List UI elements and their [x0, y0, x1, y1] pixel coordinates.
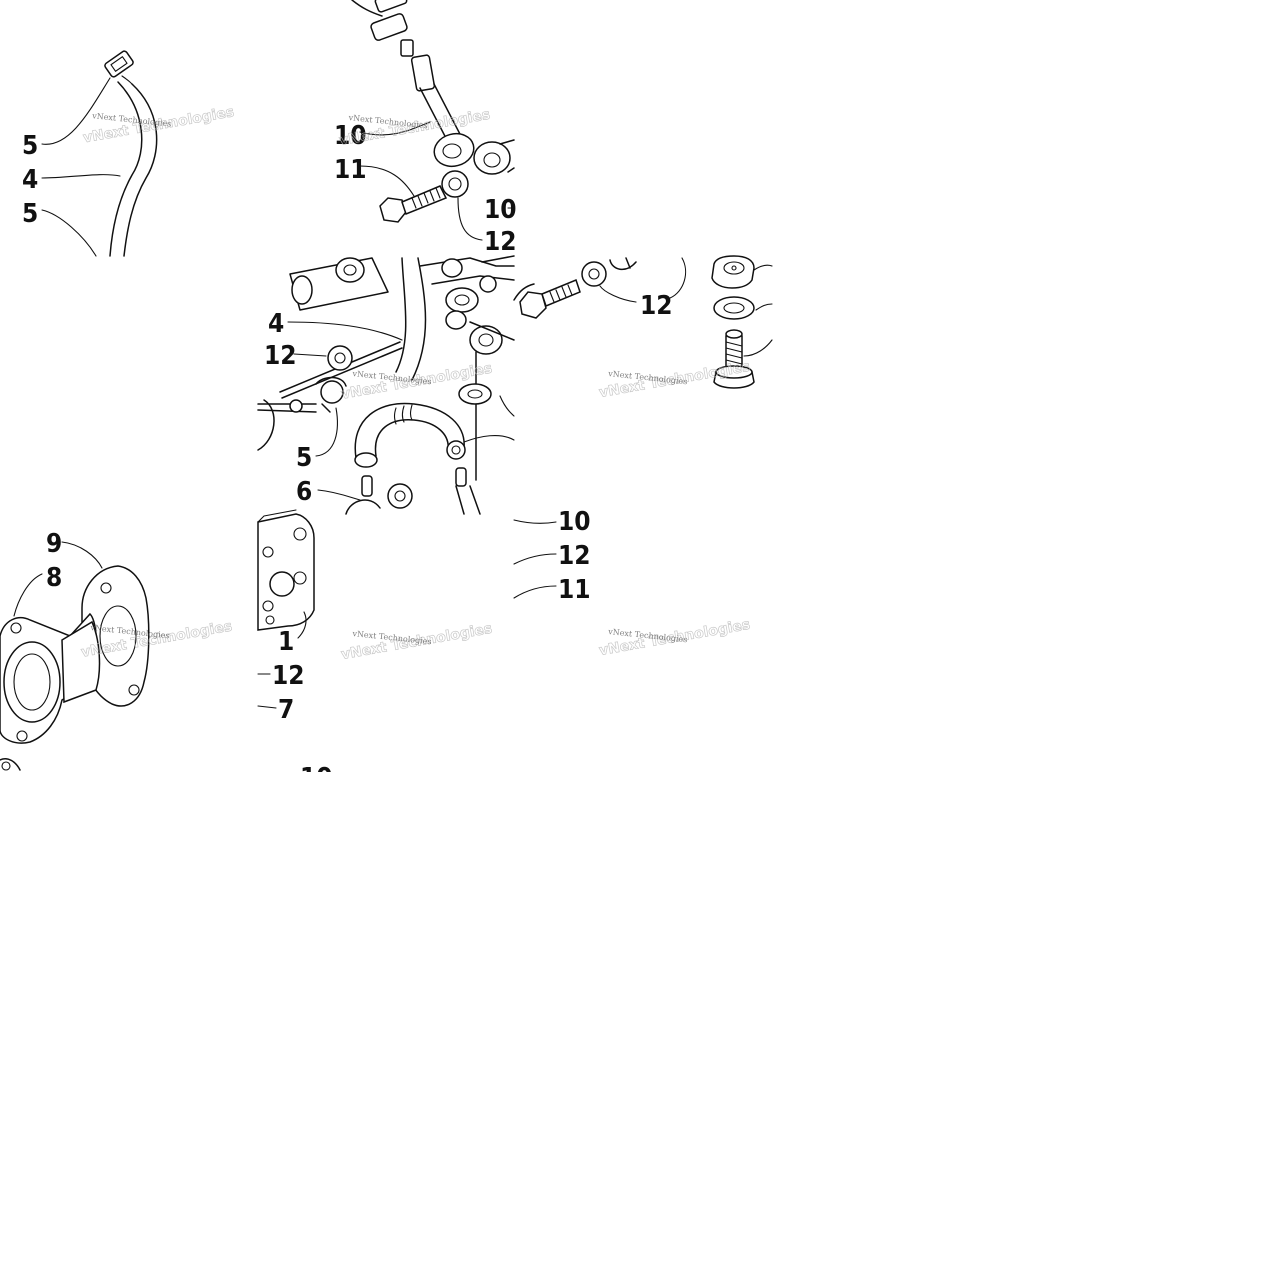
cap-nut	[711, 255, 755, 289]
callout-8: 8	[46, 563, 62, 593]
spring-clip	[315, 376, 347, 413]
leader-lines-e	[743, 264, 773, 357]
leader-lines-c	[287, 321, 515, 501]
bolt-group-right	[513, 257, 637, 319]
callout-12: 12	[484, 227, 517, 257]
callout-9: 9	[46, 529, 62, 559]
callout-5: 5	[22, 199, 38, 229]
banjo-washer	[441, 170, 469, 198]
callout-labels: 5 4 5 10 11 10 12 4 12 12 5 6 9 8 10 12 …	[22, 121, 673, 793]
watermark: vNext Technologies vNext Technologies	[598, 616, 752, 659]
stud-washer	[713, 296, 755, 320]
leader-lines-d	[599, 257, 687, 303]
flange-group	[0, 565, 150, 771]
callout-4: 4	[268, 309, 284, 339]
callout-10: 10	[334, 121, 367, 151]
leader-lines-f	[13, 541, 103, 617]
callout-12: 12	[640, 291, 673, 321]
callout-5: 5	[296, 443, 312, 473]
flange-8	[0, 612, 101, 771]
banjo-bolt	[379, 185, 448, 223]
watermark: vNext Technologies vNext Technologies	[82, 104, 236, 147]
callout-10: 10	[558, 507, 591, 537]
carb-base-group	[257, 509, 315, 631]
pump-washer-lower	[387, 483, 413, 509]
fuel-hose-group	[104, 50, 158, 257]
callout-12: 12	[272, 661, 305, 691]
pump-assembly-group	[257, 255, 515, 515]
banjo-fitting-group	[351, 0, 515, 223]
callout-4: 4	[22, 165, 38, 195]
leader-lines-g	[257, 519, 557, 709]
pump-washer-right	[458, 383, 492, 405]
callout-5: 5	[22, 131, 38, 161]
callout-1: 1	[278, 627, 294, 657]
stud-group	[711, 255, 755, 389]
leader-lines-a	[41, 77, 121, 257]
watermarks: vNext Technologies vNext Technologies vN…	[80, 104, 752, 664]
callout-7: 7	[278, 695, 294, 725]
callout-12: 12	[558, 541, 591, 571]
leader-lines-b	[359, 121, 515, 241]
tile-edge-mask	[290, 772, 350, 802]
callout-10: 10	[484, 195, 517, 225]
return-hose	[354, 402, 466, 468]
stud-bolt	[713, 329, 755, 389]
callout-6: 6	[296, 477, 312, 507]
watermark: vNext Technologies vNext Technologies	[340, 620, 494, 663]
callout-12: 12	[264, 341, 297, 371]
washer-left-12	[327, 345, 353, 371]
hose-clamp-top	[104, 50, 134, 78]
callout-11: 11	[558, 575, 591, 605]
callout-11: 11	[334, 155, 367, 185]
